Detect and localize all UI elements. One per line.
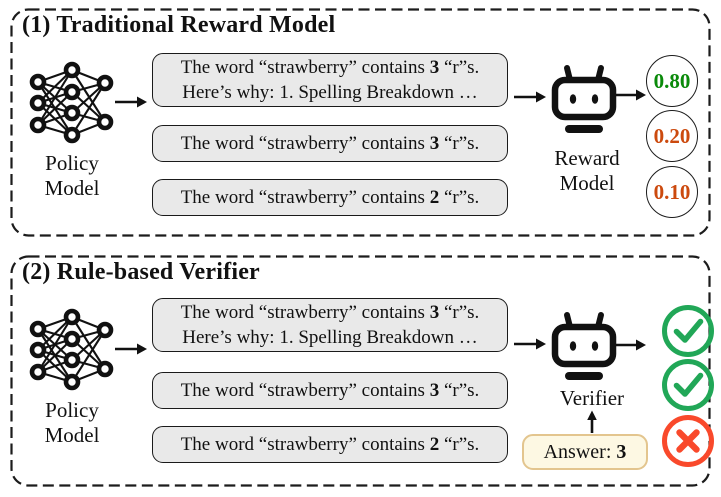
score-badge-3: 0.10 [646,166,698,218]
bubble-line: Here’s why: 1. Spelling Breakdown … [182,82,478,103]
answer-box: Answer: 3 [522,434,648,470]
panel2-title: (2) Rule-based Verifier [22,259,260,285]
cross-icon [661,414,715,468]
bubble-line: The word “strawberry” contains 3 “r”s. [180,132,480,154]
reward-model-label: Reward Model [554,146,620,195]
response-bubble-3: The word “strawberry” contains 2 “r”s. [152,426,508,463]
arrow-up-icon [587,410,597,433]
response-bubble-1: The word “strawberry” contains 3 “r”s. H… [152,298,508,352]
response-bubble-2: The word “strawberry” contains 3 “r”s. [152,372,508,409]
panel1-title: (1) Traditional Reward Model [22,12,336,38]
robot-icon [551,312,617,380]
policy-model-label: Policy Model [44,151,100,200]
arrow-right-icon [514,91,546,103]
arrow-right-icon [614,339,646,351]
bubble-line: The word “strawberry” contains 3 “r”s. [180,56,480,78]
score-badge-2: 0.20 [646,110,698,162]
score-badge-1: 0.80 [646,55,698,107]
dashed-panel-border [10,255,711,487]
panel-traditional-reward-model: (1) Traditional Reward Model Policy Mode… [10,8,711,237]
panel-rule-based-verifier: (2) Rule-based Verifier Policy Model [10,255,714,487]
bubble-line: The word “strawberry” contains 3 “r”s. [180,379,480,401]
bubble-line: Here’s why: 1. Spelling Breakdown … [182,327,478,348]
neural-network-icon [29,308,114,391]
robot-icon [551,65,617,133]
check-icon [661,358,715,412]
policy-model-label: Policy Model [44,398,100,447]
verifier-label: Verifier [559,386,625,410]
response-bubble-1: The word “strawberry” contains 3 “r”s. H… [152,53,508,107]
arrow-right-icon [514,338,546,350]
bubble-line: The word “strawberry” contains 2 “r”s. [180,433,480,455]
arrow-right-icon [115,343,147,355]
dashed-panel-border [10,8,711,237]
bubble-line: The word “strawberry” contains 2 “r”s. [180,186,480,208]
response-bubble-3: The word “strawberry” contains 2 “r”s. [152,179,508,216]
answer-text: Answer: 3 [543,440,627,463]
response-bubble-2: The word “strawberry” contains 3 “r”s. [152,125,508,162]
neural-network-icon [29,61,114,144]
arrow-right-icon [115,96,147,108]
bubble-line: The word “strawberry” contains 3 “r”s. [180,301,480,323]
check-icon [661,304,715,358]
arrow-right-icon [614,89,646,101]
